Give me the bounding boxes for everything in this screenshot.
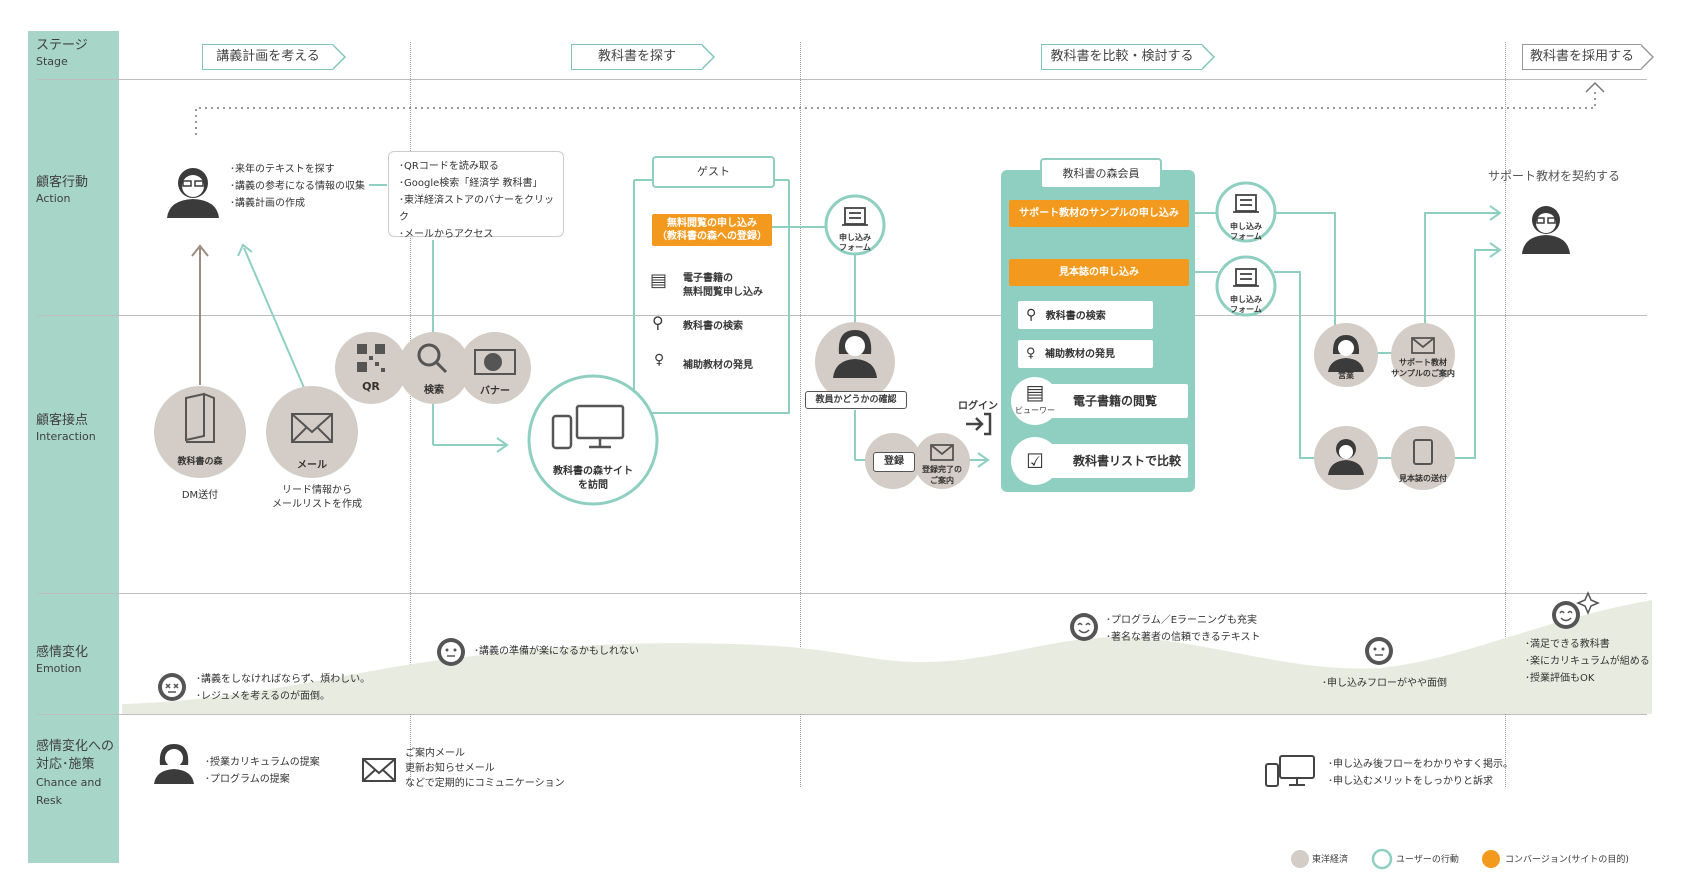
support-mail-label: サポート教材サンプルのご案内: [1391, 358, 1455, 378]
mail-icon: [930, 444, 954, 461]
emotion-note-3: ･プログラム／Eラーニングも充実･著名な著者の信頼できるテキスト: [1106, 615, 1261, 643]
register-button[interactable]: 登録: [873, 452, 915, 472]
staff-man-avatar: [1328, 439, 1364, 475]
mail-icon: [1411, 337, 1435, 354]
face-annoyed-icon: [158, 673, 186, 701]
guest-title: ゲスト: [652, 156, 775, 188]
guest-item-search: ⚲ 教科書の検索: [652, 313, 743, 332]
row-divider: [37, 79, 1647, 80]
member-title: 教科書の森会員: [1040, 158, 1162, 189]
viewer-icon: ▤ ビューワー: [1011, 377, 1059, 425]
devices-icon: [1265, 755, 1315, 787]
guest-item-viewer: ▤ 電子書籍の無料閲覧申し込み: [650, 270, 763, 299]
search-icon: ⚲: [652, 313, 664, 332]
mail-label: メール: [297, 460, 327, 471]
emotion-curve: [122, 600, 1652, 714]
devices-icon: [551, 404, 625, 450]
sample-send-label: 見本誌の送付: [1399, 474, 1447, 483]
stage-divider: [1505, 42, 1506, 787]
member-item-search: ⚲ 教科書の検索: [1018, 301, 1153, 329]
teacher-confirm-label: 教員かどうかの確認: [805, 391, 907, 409]
mori-label: 教科書の森: [177, 457, 223, 467]
search-icon: [417, 343, 448, 374]
viewer-icon: [1233, 194, 1259, 213]
chance-note-2: ご案内メール更新お知らせメールなどで定期的にコミュニケーション: [405, 748, 565, 789]
guest-item-lightbulb: ♀ 補助教材の発見: [654, 352, 753, 371]
stage-divider: [410, 42, 411, 787]
member-big-ebook: 電子書籍の閲覧: [1045, 384, 1188, 418]
viewer-icon: ▤: [650, 270, 668, 291]
face-neutral-icon: [437, 638, 465, 666]
stage-compare: 教科書を比較・検討する: [1041, 44, 1215, 70]
row-divider: [37, 315, 1647, 316]
search-icon: ⚲: [1026, 307, 1037, 323]
stage-adopt: 教科書を採用する: [1522, 44, 1654, 70]
banner-icon: [474, 349, 516, 375]
book-icon: [185, 392, 215, 443]
support-sample-cta[interactable]: サポート教材のサンプルの申し込み: [1009, 200, 1189, 227]
stage-search: 教科書を探す: [571, 44, 715, 70]
woman-avatar: [833, 330, 877, 378]
form-label-2: 申し込みフォーム: [1230, 222, 1262, 241]
face-happy-icon: [1070, 613, 1098, 641]
emotion-note-5: ･満足できる教科書･楽にカリキュラムが組める･授業評価もOK: [1525, 639, 1650, 684]
woman-avatar: [154, 744, 194, 784]
legend-company: 東洋経済: [1312, 855, 1349, 865]
lead-label: リード情報からメールリストを作成: [272, 485, 362, 510]
form-label-1: 申し込みフォーム: [839, 233, 871, 252]
chance-note-3: ･申し込み後フローをわかりやすく掲示。･申し込むメリットをしっかりと訴求: [1328, 759, 1513, 787]
emotion-note-1: ･講義をしなければならず、煩わしい。･レジュメを考えるのが面倒。: [196, 674, 371, 702]
legend-user-action: ユーザーの行動: [1396, 855, 1459, 865]
member-big-compare: 教科書リストで比較: [1045, 444, 1188, 478]
sample-book-cta[interactable]: 見本誌の申し込み: [1009, 259, 1189, 286]
login-label: ログイン: [958, 401, 998, 412]
emotion-note-2: ･講義の準備が楽になるかもしれない: [474, 646, 639, 657]
register-done-label: 登録完了のご案内: [922, 465, 962, 485]
staff-label: 営業: [1338, 371, 1354, 380]
lightbulb-icon: ♀: [654, 352, 665, 368]
mail-icon: [291, 413, 333, 443]
face-delighted-icon: [1552, 591, 1600, 629]
stage-divider: [800, 42, 801, 787]
emotion-note-4: ･申し込みフローがやや面倒: [1322, 678, 1447, 689]
book-icon: [1413, 439, 1433, 465]
row-label-sidebar: [28, 31, 119, 863]
free-view-cta[interactable]: 無料閲覧の申し込み（教科書の森への登録）: [652, 214, 772, 246]
chance-note-1: ･授業カリキュラムの提案･プログラムの提案: [205, 757, 320, 785]
lightbulb-icon: ♀: [1026, 346, 1036, 361]
face-neutral-icon: [1365, 637, 1393, 665]
search-label: 検索: [424, 385, 444, 396]
member-item-lightbulb: ♀ 補助教材の発見: [1018, 340, 1153, 368]
row-divider: [37, 714, 1647, 715]
qr-icon: [357, 344, 385, 372]
checklist-icon: ☑: [1011, 437, 1059, 485]
site-visit-label: 教科書の森サイトを訪問: [553, 466, 633, 491]
teacher-notes: ･来年のテキストを探す ･講義の参考になる情報の収集 ･講義計画の作成: [230, 164, 365, 209]
login-icon: [966, 412, 992, 436]
dm-label: DM送付: [181, 490, 219, 501]
qr-label: QR: [362, 380, 380, 393]
form-label-3: 申し込みフォーム: [1230, 295, 1262, 314]
viewer-icon: [842, 207, 868, 226]
staff-woman-avatar: [1328, 335, 1364, 372]
contract-label: サポート教材を契約する: [1488, 169, 1621, 183]
mail-icon: [362, 758, 396, 782]
viewer-icon: [1233, 268, 1259, 287]
stage-plan: 講義計画を考える: [202, 44, 346, 70]
row-divider: [37, 593, 1647, 594]
legend-conversion: コンバージョン(サイトの目的): [1505, 855, 1629, 865]
access-notes-box: ･QRコードを読み取る ･Google検索「経済学 教科書」 ･東洋経済ストアの…: [388, 151, 564, 240]
contract-avatar: [1522, 206, 1570, 254]
teacher-avatar: [167, 168, 219, 218]
banner-label: バナー: [480, 386, 510, 397]
